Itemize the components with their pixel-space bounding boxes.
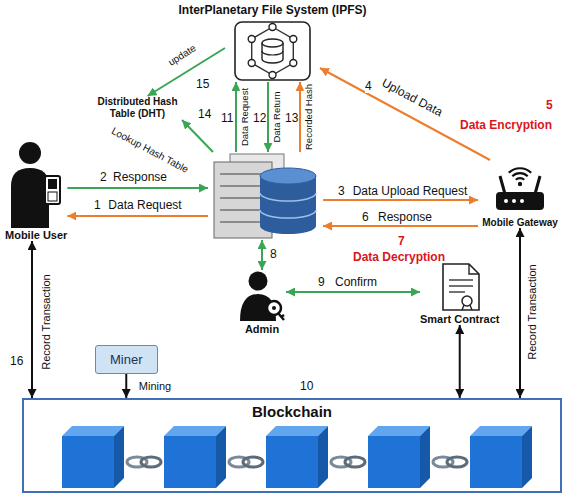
callout-number: 14 (198, 108, 211, 121)
edge-label: Data Request (107, 199, 182, 212)
callout-number: 3 (338, 185, 345, 198)
connector-arrow (299, 82, 301, 152)
node-label: Admin (238, 323, 286, 335)
node-label: Miner (110, 352, 143, 367)
connector-arrow (67, 187, 208, 189)
step-number: 5 (546, 98, 553, 112)
server-node: 7Data Decryption (208, 152, 323, 240)
mobile-user-icon (8, 140, 64, 228)
step-number: 7 (398, 234, 405, 248)
connector-arrow (31, 241, 33, 398)
step-note: Data Encryption (460, 118, 552, 132)
mobile-user: Mobile User (5, 140, 67, 241)
node-label: Mobile Gateway (478, 217, 562, 228)
connector-arrow (286, 291, 420, 293)
callout-number: 4 (365, 80, 372, 93)
node-label: Smart Contract (420, 313, 499, 325)
smart-contract: Smart Contract (420, 262, 499, 325)
node-label: Distributed Hash Table (DHT) (85, 96, 190, 120)
connector-arrow (182, 120, 213, 152)
band-title: Blockchain (24, 400, 560, 420)
edge-label: Data Upload Request (352, 185, 469, 198)
edge-label: Data Request (240, 87, 250, 147)
callout-number: 16 (10, 355, 23, 368)
admin-node: Admin (238, 270, 286, 335)
node-title: InterPlanetary File System (IPFS) (145, 3, 400, 17)
connector-arrow (261, 240, 263, 270)
ipfs-icon (225, 20, 320, 82)
server-database-icon (208, 152, 323, 240)
smart-contract-icon (437, 262, 483, 312)
connector-arrow (320, 68, 490, 160)
router-icon (478, 160, 562, 216)
connector-arrow (519, 228, 521, 398)
callout-number: 13 (285, 112, 298, 125)
callout-number: 9 (318, 276, 325, 289)
edge-label: Recorded Hash (304, 83, 314, 151)
connector-arrow (67, 215, 208, 217)
edge-label: Lookup Hash Table (109, 125, 191, 176)
connector-arrow (323, 225, 478, 227)
callout-number: 12 (253, 112, 266, 125)
edge-label: Data Return (272, 90, 282, 143)
callout-number: 2 (100, 171, 107, 184)
callout-number: 11 (221, 112, 233, 125)
callout-number: 10 (300, 380, 313, 393)
connector-arrow (125, 374, 127, 398)
callout-number: 6 (362, 211, 369, 224)
connector-arrow (267, 82, 269, 152)
edge-label: Upload Data (379, 76, 446, 120)
edge-label: Record Transaction (40, 273, 52, 370)
blockchain-band: Blockchain (22, 398, 562, 493)
mobile-gateway: 5Data EncryptionMobile Gateway (478, 160, 562, 228)
connector-arrow (235, 82, 237, 152)
node-label: Mobile User (5, 229, 67, 241)
connector-arrow (459, 325, 461, 398)
callout-number: 15 (196, 78, 209, 91)
edge-label: Record Transaction (526, 263, 538, 360)
edge-label: Mining (138, 380, 172, 392)
edge-label: update (165, 42, 198, 69)
connector-arrow (323, 199, 478, 201)
step-note: Data Decryption (353, 250, 445, 264)
edge-label: Response (377, 211, 433, 224)
callout-number: 8 (270, 248, 277, 261)
admin-icon (238, 270, 286, 322)
ipfs-node: InterPlanetary File System (IPFS) (225, 20, 320, 82)
callout-number: 1 (94, 199, 101, 212)
miner-box: Miner (95, 345, 158, 374)
edge-label: Confirm (334, 276, 378, 289)
edge-label: Response (112, 171, 168, 184)
hash-table-node: Distributed Hash Table (DHT) (85, 96, 190, 120)
